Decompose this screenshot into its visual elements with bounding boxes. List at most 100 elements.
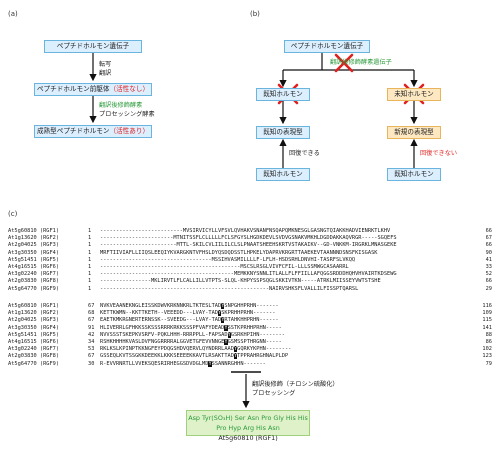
sequence-residues: --------------------------MVSIRVICYLLVFS… — [100, 228, 391, 234]
sequence-start: 91 — [88, 324, 95, 331]
sequence-id: At3g30350 (RGF4) — [8, 324, 60, 331]
sequence-residues: ----------------------------------------… — [100, 285, 359, 292]
known-phenotype-box: 既知の表現型 — [256, 126, 310, 139]
sequence-start: 1 — [88, 285, 92, 292]
sequence-id: At1g13620 (RGF2) — [8, 310, 60, 317]
sequence-start: 67 — [88, 303, 95, 309]
sequence-residues: RKLKSLKPINPTKKNGFEYPDQGSHDVQERVLQYNDRRLA… — [100, 346, 292, 353]
modification-enzyme-note: 翻訳後修飾酵素 — [99, 102, 143, 109]
sulfated-tyrosine: Y — [218, 310, 222, 317]
sequence-start: 67 — [88, 353, 95, 360]
sequence-start: 1 — [88, 271, 92, 278]
sequence-id: At3g02240 (RGF7) — [8, 271, 60, 278]
sequence-start: 53 — [88, 346, 95, 353]
sequence-residues: NVKVEAANEKNGLEISSKDWVKRKNNKRLTKTESLTADYS… — [100, 303, 279, 309]
sequence-start: 1 — [88, 228, 92, 234]
sequence-id: At2g04025 (RGF3) — [8, 242, 60, 249]
sequence-id: At2g03830 (RGF8) — [8, 278, 60, 285]
sequence-start: 1 — [88, 242, 92, 249]
mature-peptide-id: At5g60810 (RGF1) — [218, 434, 278, 442]
mature-hormone-box: 成熟型ペプチドホルモン（活性あり） — [34, 125, 152, 138]
sequence-end: 123 — [482, 353, 492, 360]
sulfated-tyrosine: Y — [221, 317, 225, 324]
sequence-end: 66 — [485, 278, 492, 285]
sequence-id: At5g64770 (RGF9) — [8, 285, 60, 292]
sequence-start: 1 — [88, 256, 92, 263]
known-hormone-box: 既知ホルモン — [256, 88, 310, 101]
sulfated-tyrosine: Y — [224, 339, 228, 345]
sequence-start: 1 — [88, 264, 92, 270]
sequence-id: At4g16515 (RGF6) — [8, 264, 60, 270]
gene-box-a: ペプチドホルモン遺伝子 — [44, 40, 142, 53]
sequence-id: At5g60810 (RGF1) — [8, 228, 60, 234]
precursor-text: ペプチドホルモン前駆体 — [36, 85, 110, 93]
sequence-end: 141 — [482, 324, 492, 331]
sulfated-tyrosine: Y — [224, 324, 228, 331]
sequence-id: At3g02240 (RGF7) — [8, 346, 60, 353]
mature-text: 成熟型ペプチドホルモン — [36, 127, 110, 135]
panel-c-label: (c) — [8, 210, 18, 218]
sequence-start: 34 — [88, 339, 95, 345]
sequence-residues: RSHKHHHHKVASLDVFNGGRRRRALGGVETGFEVVNNGEY… — [100, 339, 282, 345]
sequence-id: At5g51451 (RGF5) — [8, 256, 60, 263]
rescue-yes-note: 回復できる — [289, 150, 320, 157]
sequence-residues: GSSEQLKVTSSGKKDEEKKLKKKSEEEEKKAVTLRSAKTT… — [100, 353, 289, 360]
sequence-residues: ----------------------------------------… — [100, 264, 349, 270]
sequence-start: 67 — [88, 317, 95, 324]
processing-note: 翻訳後修飾（チロシン硫酸化） プロセッシング — [252, 381, 339, 397]
panel-a-label: (a) — [8, 10, 18, 18]
sequence-end: 86 — [485, 339, 492, 345]
mature-status: （活性あり） — [109, 127, 150, 135]
sequence-end: 66 — [485, 242, 492, 249]
sequence-residues: ----------------MKLIRVTLFLCALLILLVTPTS-S… — [100, 278, 381, 285]
sequence-residues: EAETKMKRGNERTERNSSK--SVEEDG---LVAY-TADYR… — [100, 317, 279, 324]
rescue-no-note: 回復できない — [420, 150, 458, 157]
sequence-start: 1 — [88, 235, 92, 242]
sequence-id: At5g60810 (RGF1) — [8, 303, 60, 309]
sequence-start: 1 — [88, 249, 92, 256]
sequence-id: At2g03830 (RGF8) — [8, 353, 60, 360]
modification-gene-note: 翻訳後修飾酵素遺伝子 — [330, 59, 392, 66]
precursor-box: ペプチドホルモン前駆体（活性なし） — [34, 83, 152, 96]
sequence-residues: HLIVERRLGFHKKSSKSSSRRRKRKKSSSPFVAFYDEADY… — [100, 324, 282, 331]
sequence-id: At3g30350 (RGF4) — [8, 249, 60, 256]
sequence-residues: ----------------------------------------… — [100, 271, 397, 278]
sequence-start: 1 — [88, 278, 92, 285]
precursor-status: （活性なし） — [109, 85, 150, 93]
sulfated-tyrosine: Y — [227, 331, 231, 338]
known-hormone-bottom-right: 既知ホルモン — [387, 168, 441, 181]
sequence-end: 109 — [482, 310, 492, 317]
sequence-id: At5g64770 (RGF9) — [8, 360, 60, 367]
sequence-residues: -----------------------MTNITSSFLCLLLLLFC… — [100, 235, 397, 242]
sequence-end: 67 — [485, 235, 492, 242]
sequence-end: 33 — [485, 264, 492, 270]
known-hormone-bottom-left: 既知ホルモン — [256, 168, 310, 181]
sequence-id: At5g51451 (RGF5) — [8, 331, 60, 338]
sulfated-tyrosine: Y — [233, 353, 238, 360]
sequence-end: 79 — [485, 360, 492, 367]
sequence-start: 42 — [88, 331, 95, 338]
mature-peptide-box: Asp Tyr(SO₃H) Ser Asn Pro Gly His His Pr… — [186, 410, 310, 442]
knockout-x-mark — [334, 53, 354, 73]
sequence-end: 116 — [482, 303, 492, 309]
sequence-end: 115 — [482, 317, 492, 324]
sequence-id: At2g04025 (RGF3) — [8, 317, 60, 324]
sequence-residues: NVVSSSTSKEPKVSRFV-PQKLHHH-RRRPPLL-FAPSAD… — [100, 331, 285, 338]
new-phenotype-box: 新規の表現型 — [387, 126, 441, 139]
unknown-hormone-box: 未知ホルモン — [387, 88, 441, 101]
sulfated-tyrosine: Y — [221, 303, 225, 309]
sequence-start: 30 — [88, 360, 95, 367]
sequence-id: At4g16515 (RGF6) — [8, 339, 60, 345]
sequence-end: 66 — [485, 228, 492, 234]
gene-box-b: ペプチドホルモン遺伝子 — [284, 40, 370, 53]
transcription-translation-note: 転写 翻訳 — [99, 61, 112, 77]
sequence-end: 52 — [485, 271, 492, 278]
sequence-end: 41 — [485, 256, 492, 263]
sequence-start: 68 — [88, 310, 95, 317]
sequence-end: 88 — [485, 331, 492, 338]
sequence-residues: KETTKWMN--KKTTKETH--VEEEDD---LVAY-TADYSK… — [100, 310, 276, 317]
sequence-residues: MRFTIIVIAFLLIIQSLEEQIYKVARGKNTVFHSLDYQSD… — [100, 249, 378, 256]
sequence-residues: R-EVVRNRTLLVVEKSQESRIRHEGGSDVDGLMDYSSANN… — [100, 360, 266, 367]
sequence-residues: -----------------------------------MSSIH… — [100, 256, 356, 263]
sequence-end: 102 — [482, 346, 492, 353]
